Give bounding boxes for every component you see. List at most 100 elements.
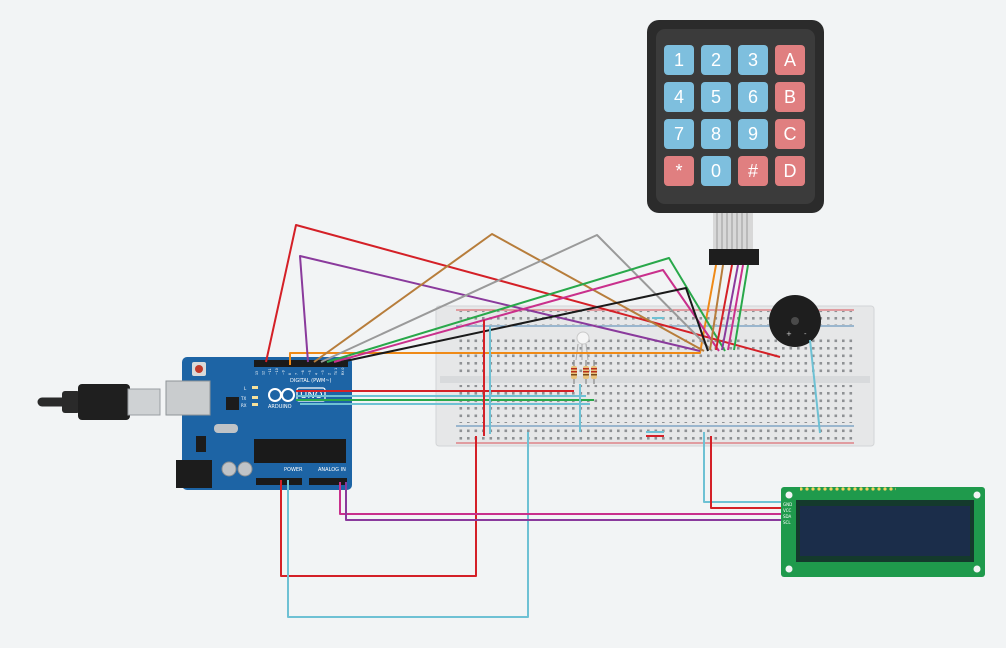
wire-cyan-buzzer[interactable]	[809, 339, 821, 434]
keypad-key[interactable]: A	[775, 45, 805, 75]
wire-purple-lcd-scl[interactable]	[345, 482, 781, 521]
keypad-key-label: 3	[748, 50, 758, 70]
keypad-key-label: 7	[674, 124, 684, 144]
wire-ribbon-red[interactable]	[715, 264, 733, 351]
keypad-key[interactable]: 7	[664, 119, 694, 149]
wire-red-5v[interactable]	[280, 436, 477, 577]
keypad-key-label: A	[784, 50, 796, 70]
tx-label: TX	[240, 396, 246, 401]
keypad-key[interactable]: 4	[664, 82, 694, 112]
keypad-key-label: D	[784, 161, 797, 181]
keypad-key[interactable]: 8	[701, 119, 731, 149]
usb-cable[interactable]	[37, 384, 161, 420]
digital-pin-label: ~6	[301, 370, 305, 375]
keypad-key[interactable]: #	[738, 156, 768, 186]
keypad-key[interactable]: B	[775, 82, 805, 112]
keypad-key-label: 4	[674, 87, 684, 107]
keypad-ribbon	[709, 213, 759, 265]
keypad-key[interactable]: 3	[738, 45, 768, 75]
rgb-led[interactable]	[575, 331, 590, 361]
keypad-key-label: *	[675, 161, 682, 181]
lcd-pin-labels: GND VCC SDA SCL	[783, 502, 792, 525]
arduino-usb-port	[165, 380, 211, 416]
keypad-key[interactable]: 1	[664, 45, 694, 75]
keypad-key[interactable]: 6	[738, 82, 768, 112]
digital-pin-label: ~9	[281, 370, 285, 375]
wires[interactable]	[265, 224, 821, 618]
keypad-key[interactable]: *	[664, 156, 694, 186]
lcd-display[interactable]: GND VCC SDA SCL	[781, 487, 985, 577]
atmega-chip	[254, 439, 346, 463]
wire-ribbon-magenta[interactable]	[727, 264, 744, 351]
keypad-key-label: 5	[711, 87, 721, 107]
keypad-key-label: 9	[748, 124, 758, 144]
wire-red-keypad[interactable]	[265, 224, 781, 363]
keypad-key-label: 0	[711, 161, 721, 181]
digital-pin-label: ~5	[308, 370, 312, 375]
wire-green-keypad[interactable]	[326, 257, 726, 363]
digital-pin-label: 13	[255, 371, 259, 375]
resistors[interactable]	[571, 360, 597, 384]
svg-text:VCC: VCC	[783, 508, 792, 513]
wire-ribbon-brown[interactable]	[709, 264, 724, 351]
buzzer-plus-label: +	[786, 330, 792, 338]
digital-label: DIGITAL (PWM~)	[290, 378, 332, 384]
wire-magenta-lcd-sda[interactable]	[339, 482, 781, 515]
wire-brown-keypad[interactable]	[313, 233, 705, 363]
resistor-3[interactable]	[591, 360, 597, 384]
svg-text:ARDUINO: ARDUINO	[268, 404, 292, 410]
arduino-power-jack	[176, 460, 212, 488]
keypad-key[interactable]: C	[775, 119, 805, 149]
digital-pin-label: TX 1	[334, 368, 338, 376]
wire-black-keypad[interactable]	[340, 287, 709, 363]
lcd-screen	[800, 506, 970, 556]
digital-pin-label: ~11	[268, 368, 272, 375]
keypad-key[interactable]: 2	[701, 45, 731, 75]
digital-pin-label: RX 0	[341, 368, 345, 375]
digital-pin-label: 4	[314, 373, 318, 375]
l-led-label: L	[244, 386, 247, 391]
usb-chip	[226, 397, 239, 410]
keypad-key[interactable]: 0	[701, 156, 731, 186]
buzzer[interactable]: + -	[769, 295, 821, 347]
wire-cyan-gnd[interactable]	[287, 432, 529, 618]
power-header	[256, 478, 302, 485]
svg-text:SDA: SDA	[783, 514, 792, 519]
digital-pin-label: 2	[328, 373, 332, 375]
keypad-key-label: 2	[711, 50, 721, 70]
analog-label: ANALOG IN	[318, 467, 346, 473]
wire-ribbon-green[interactable]	[733, 264, 749, 351]
wire-gray-keypad[interactable]	[320, 234, 713, 363]
power-label: POWER	[284, 467, 303, 473]
digital-pin-label: 12	[262, 371, 266, 375]
rx-label: RX	[241, 403, 247, 408]
lcd-header-pins	[800, 487, 896, 493]
digital-pin-label: 7	[295, 373, 299, 375]
keypad-key-label: B	[784, 87, 796, 107]
resistor-2[interactable]	[583, 360, 589, 384]
keypad-key-label: #	[748, 161, 758, 181]
wire-red-lcd-vcc[interactable]	[710, 436, 781, 509]
analog-header	[309, 478, 347, 485]
keypad-key[interactable]: 5	[701, 82, 731, 112]
resistor-1[interactable]	[571, 360, 577, 384]
keypad-key-label: 1	[674, 50, 684, 70]
wire-cyan-lcd-gnd[interactable]	[703, 432, 781, 503]
keypad-key[interactable]: D	[775, 156, 805, 186]
wire-purple-keypad[interactable]	[299, 255, 701, 363]
buzzer-minus-label: -	[804, 330, 807, 338]
wire-ribbon-purple[interactable]	[721, 264, 739, 351]
digital-pin-label: ~10	[275, 368, 279, 375]
keypad-key[interactable]: 9	[738, 119, 768, 149]
wire-magenta-keypad[interactable]	[333, 269, 720, 363]
wire-orange-keypad[interactable]	[289, 264, 717, 365]
keypad-key-label: 8	[711, 124, 721, 144]
digital-pin-label: 8	[288, 373, 292, 375]
digital-header	[254, 360, 348, 367]
keypad-key-label: 6	[748, 87, 758, 107]
